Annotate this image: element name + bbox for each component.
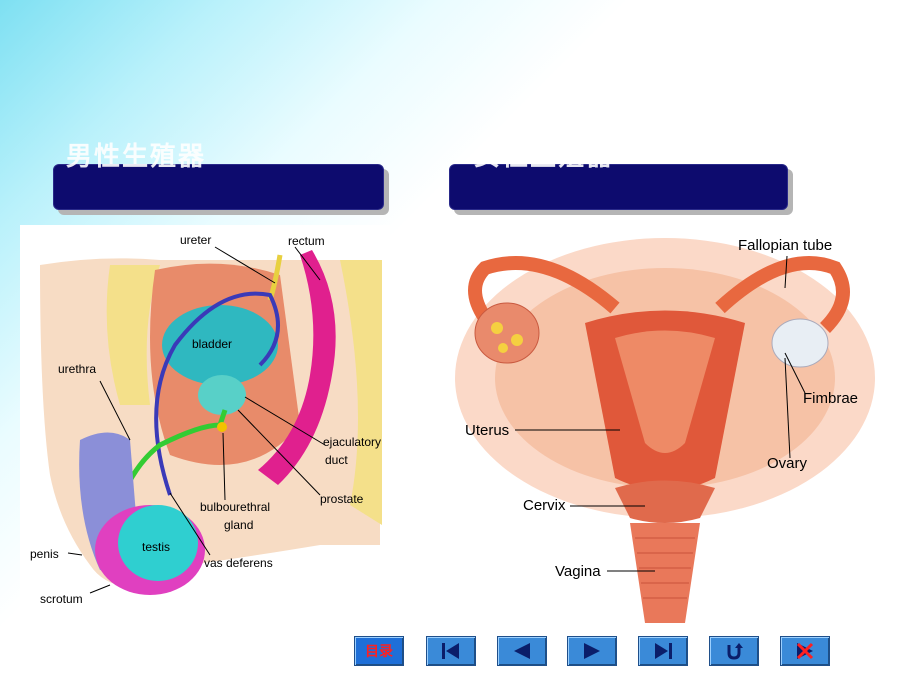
return-icon <box>727 643 743 660</box>
female-heading-bar <box>449 164 788 210</box>
vas-deferens-label: vas deferens <box>204 556 273 570</box>
prostate-label: prostate <box>320 492 364 506</box>
last-slide-icon <box>655 643 672 659</box>
male-heading: 男性生殖器 <box>66 142 207 172</box>
return-button[interactable] <box>709 636 759 666</box>
rectum-shape <box>258 250 336 485</box>
female-anatomy-diagram: Fallopian tube Fimbrae Ovary Uterus Cerv… <box>455 228 875 623</box>
ovary-label: Ovary <box>767 455 808 472</box>
first-slide-button[interactable] <box>426 636 476 666</box>
male-heading-bar <box>53 164 384 210</box>
fimbrae-label: Fimbrae <box>803 390 858 407</box>
scrotum-label: scrotum <box>40 592 83 606</box>
fallopian-tube-label: Fallopian tube <box>738 237 832 254</box>
right-ovary-shape <box>771 318 829 368</box>
last-slide-button[interactable] <box>638 636 688 666</box>
left-ovary-shape <box>474 302 540 364</box>
next-slide-button[interactable] <box>567 636 617 666</box>
urethra-label: urethra <box>58 362 96 376</box>
next-slide-icon <box>584 643 600 659</box>
female-heading: 女性生殖器 <box>474 142 615 172</box>
slide-navigation: 目录 <box>0 636 900 666</box>
cervix-shape <box>615 480 715 523</box>
bulbourethral-label: bulbourethral <box>200 500 270 514</box>
duct-label: duct <box>325 453 348 467</box>
ureter-label: ureter <box>180 233 211 247</box>
male-anatomy-diagram: ureter rectum bladder urethra ejaculator… <box>20 225 390 620</box>
testis-label: testis <box>142 540 170 554</box>
vas-deferens-shape <box>154 291 280 496</box>
testis-shape <box>118 505 198 581</box>
ejaculatory-label: ejaculatory <box>323 435 381 449</box>
toc-button[interactable]: 目录 <box>354 636 404 666</box>
uterus-label: Uterus <box>465 422 509 439</box>
first-slide-icon <box>442 643 459 659</box>
rectum-label: rectum <box>288 234 325 248</box>
penis-label: penis <box>30 547 59 561</box>
cervix-label: Cervix <box>523 497 566 514</box>
bladder-label: bladder <box>192 337 232 351</box>
previous-slide-icon <box>514 643 530 659</box>
prostate-shape <box>198 375 246 415</box>
gland-label: gland <box>224 518 253 532</box>
exit-button[interactable] <box>780 636 830 666</box>
toc-label: 目录 <box>365 644 393 660</box>
previous-slide-button[interactable] <box>497 636 547 666</box>
exit-icon <box>796 642 814 660</box>
vagina-label: Vagina <box>555 563 601 580</box>
